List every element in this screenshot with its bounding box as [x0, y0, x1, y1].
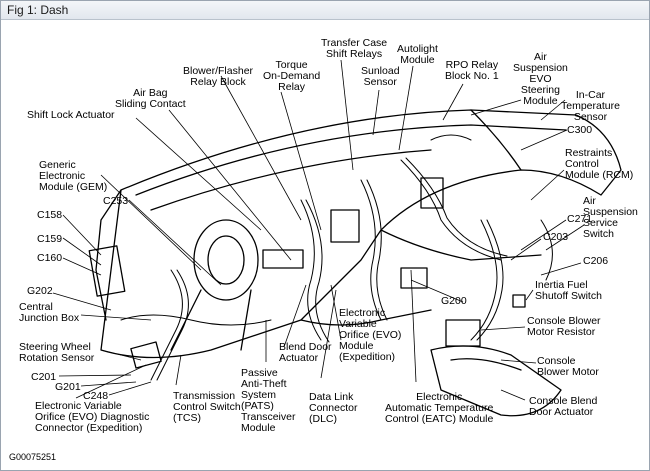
label-c271: C271 — [567, 213, 593, 225]
label-data-link-connector: Data Link Connector (DLC) — [309, 391, 358, 425]
label-c300: C300 — [567, 124, 593, 136]
label-c203: C203 — [543, 231, 569, 243]
label-console-blower-motor: Console Blower Motor — [537, 355, 599, 378]
label-blend-door-actuator: Blend Door Actuator — [279, 341, 332, 364]
dashboard-drawing — [52, 59, 622, 417]
label-c201: C201 — [31, 371, 57, 383]
label-evo-module-expedition: Electronic Variable Orifice (EVO) Module… — [339, 307, 402, 363]
label-c159: C159 — [37, 233, 63, 245]
label-transfer-case-shift-relays: Transfer Case Shift Relays — [321, 37, 388, 60]
label-rpo-relay-block: RPO Relay Block No. 1 — [445, 59, 499, 82]
label-in-car-temperature-sensor: In-Car Temperature Sensor — [561, 89, 620, 123]
label-steering-wheel-rotation-sensor: Steering Wheel Rotation Sensor — [19, 341, 95, 364]
label-c160: C160 — [37, 252, 63, 264]
label-console-blend-door-actuator: Console Blend Door Actuator — [529, 395, 598, 418]
label-c248: C248 — [83, 390, 109, 402]
dash-wiring-diagram: Transfer Case Shift Relays Autolight Mod… — [1, 20, 649, 470]
label-central-junction-box: Central Junction Box — [19, 301, 80, 324]
window-title: Fig 1: Dash — [7, 3, 69, 17]
label-generic-electronic-module: Generic Electronic Module (GEM) — [39, 159, 108, 193]
title-bar: Fig 1: Dash — [1, 1, 649, 20]
label-eatc-module: Electronic Automatic Temperature Control… — [385, 391, 494, 425]
label-c206: C206 — [583, 255, 609, 267]
label-shift-lock-actuator: Shift Lock Actuator — [27, 109, 115, 121]
label-inertia-fuel-shutoff-switch: Inertia Fuel Shutoff Switch — [535, 279, 602, 302]
label-g202: G202 — [27, 285, 53, 297]
label-torque-on-demand-relay: Torque On-Demand Relay — [263, 59, 321, 93]
label-blower-flasher-relay-block: Blower/Flasher Relay Block — [183, 65, 254, 88]
label-air-suspension-service-switch: Air Suspension Service Switch — [583, 195, 638, 240]
label-g201: G201 — [55, 381, 81, 393]
label-transmission-control-switch: Transmission Control Switch (TCS) — [173, 390, 241, 424]
label-evo-diagnostic-connector: Electronic Variable Orifice (EVO) Diagno… — [35, 400, 150, 434]
label-pats-transceiver-module: Passive Anti-Theft System (PATS) Transce… — [241, 367, 296, 434]
figure-code: G00075251 — [9, 452, 57, 462]
label-air-suspension-evo-steering-module: Air Suspension EVO Steering Module — [513, 51, 568, 107]
label-c158: C158 — [37, 209, 63, 221]
label-restraints-control-module: Restraints Control Module (RCM) — [565, 147, 634, 181]
label-sunload-sensor: Sunload Sensor — [361, 65, 400, 88]
label-g200: G200 — [441, 295, 467, 307]
label-console-blower-motor-resistor: Console Blower Motor Resistor — [527, 315, 601, 338]
label-autolight-module: Autolight Module — [397, 43, 438, 66]
label-c253: C253 — [103, 195, 129, 207]
label-air-bag-sliding-contact: Air Bag Sliding Contact — [115, 87, 186, 110]
